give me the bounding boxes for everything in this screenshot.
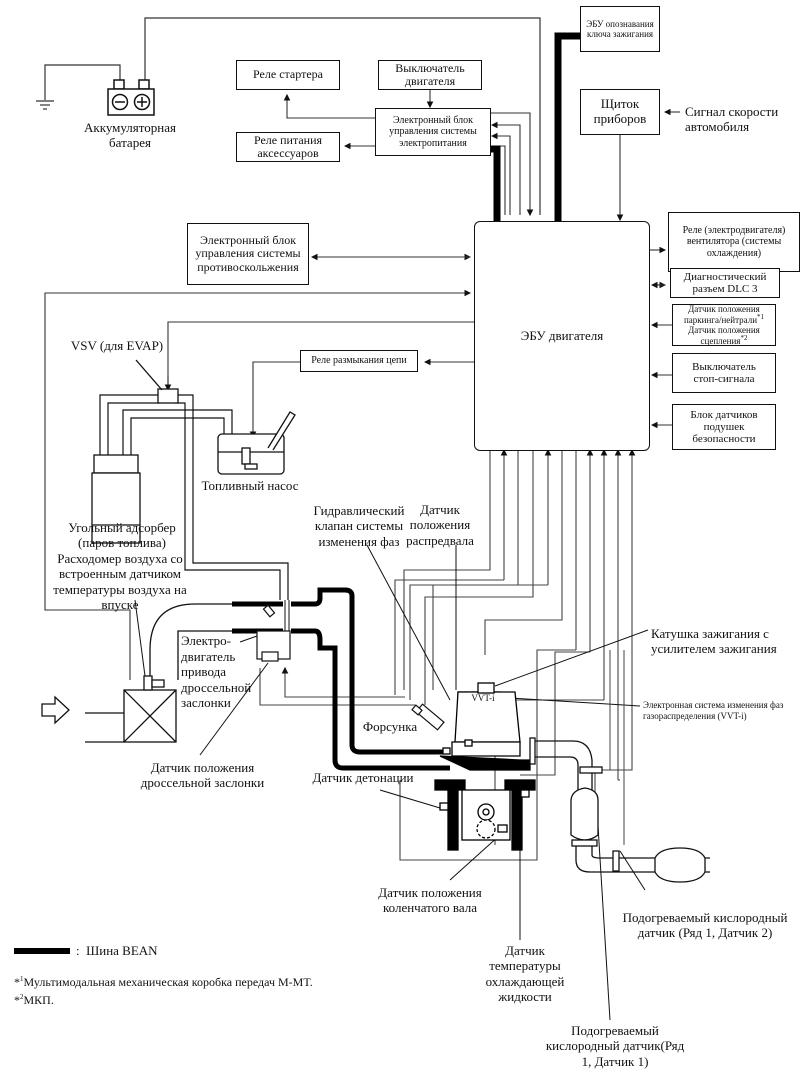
ignition-coil-label: Катушка зажигания с усилителем зажигания: [651, 626, 777, 657]
circuit-relay-label: Реле размыкания цепи: [311, 355, 407, 367]
engine-icon: [434, 682, 536, 851]
o2-sensor-1-label: Подогреваемый кислородный датчик(Ряд 1, …: [545, 1023, 685, 1069]
meter-box: Щиток приборов: [580, 89, 660, 135]
starter-relay-box: Реле стартера: [236, 60, 340, 90]
canister-label: Угольный адсорбер (паров топлива): [68, 520, 176, 551]
injector-icon: [411, 703, 445, 731]
throttle-valve-icon: [256, 604, 291, 662]
injector-label: Форсунка: [362, 719, 418, 734]
skid-ecu-label: Электронный блок управления системы прот…: [195, 232, 301, 274]
footnote-2-text: МКП.: [23, 993, 54, 1007]
footnote-1-text: Мультимодальная механическая коробка пер…: [23, 975, 313, 989]
fuel-pump-label: Топливный насос: [201, 478, 299, 493]
power-ecu-label: Электронный блок управления системы элек…: [389, 115, 477, 149]
legend-bean-label: Шина BEAN: [86, 943, 158, 958]
cam-sensor-label: Датчик положения распредвала: [406, 502, 474, 548]
battery-icon: [107, 79, 155, 116]
fuel-tank-icon: [217, 411, 296, 475]
crank-sensor-label: Датчик положения коленчатого вала: [378, 885, 482, 916]
battery-label: Аккумуляторная батарея: [83, 120, 176, 151]
footnote-1: *1Мультимодальная механическая коробка п…: [14, 975, 313, 989]
stop-switch-label: Выключатель стоп-сигнала: [692, 360, 756, 385]
park-sensor-label: Датчик положения паркинга/нейтрали*1: [683, 303, 765, 325]
airbag-label: Блок датчиков подушек безопасности: [690, 408, 758, 446]
o2-sensor-2-label: Подогреваемый кислородный датчик (Ряд 1,…: [622, 910, 788, 941]
throttle-sensor-label: Датчик положения дроссельной заслонки: [140, 760, 265, 791]
meter-label: Щиток приборов: [593, 96, 647, 126]
vvti-mark: VVT-i: [471, 693, 495, 703]
battery-wiring: [44, 17, 541, 215]
bean-bus: [486, 32, 581, 225]
coolant-sensor-label: Датчик температуры охлаждающей жидкости: [485, 943, 565, 1004]
fan-relay-label: Реле (электродвигателя) вентилятора (сис…: [682, 225, 786, 259]
starter-relay-label: Реле стартера: [253, 67, 323, 82]
airbag-box: Блок датчиков подушек безопасности: [672, 404, 776, 450]
canister-icon: [91, 454, 141, 544]
ocv-label: Гидравлический клапан системы изменения …: [313, 503, 405, 549]
engine-switch-box: Выключатель двигателя: [378, 60, 482, 90]
speed-signal-label: Сигнал скорости автомобиля: [685, 104, 779, 135]
key-ecu-box: ЭБУ опознавания ключа зажигания: [580, 6, 660, 52]
footnote-2: *2МКП.: [14, 993, 54, 1007]
park-clutch-sensor-box: Датчик положения паркинга/нейтрали*1 Дат…: [672, 304, 776, 346]
power-ecu-box: Электронный блок управления системы элек…: [375, 108, 491, 156]
air-filter-icon: [85, 675, 177, 743]
maf-label: Расходомер воздуха со встроенным датчико…: [53, 551, 187, 612]
ground-icon: [36, 100, 54, 110]
exhaust-icon: [529, 737, 710, 883]
skid-ecu-box: Электронный блок управления системы прот…: [187, 223, 309, 285]
legend-bean: : Шина BEAN: [76, 943, 158, 958]
engine-switch-label: Выключатель двигателя: [395, 60, 465, 88]
vsv-icon: [135, 359, 179, 404]
dlc3-label: Диагностический разъем DLC 3: [683, 270, 767, 295]
circuit-relay-box: Реле размыкания цепи: [300, 350, 418, 372]
fan-relay-box: Реле (электродвигателя) вентилятора (сис…: [668, 212, 800, 272]
clutch-sensor-label: Датчик положения сцепления*2: [688, 325, 760, 347]
throttle-motor-label: Электро- двигатель привода дроссельной з…: [181, 633, 252, 711]
acc-relay-label: Реле питания аксессуаров: [253, 132, 323, 160]
engine-ecu-label: ЭБУ двигателя: [520, 328, 604, 343]
knock-sensor-label: Датчик детонации: [312, 770, 414, 785]
dlc3-box: Диагностический разъем DLC 3: [670, 268, 780, 298]
legend-colon: :: [76, 943, 80, 958]
vvti-system-label: Электронная система изменения фаз газора…: [643, 700, 784, 721]
acc-relay-box: Реле питания аксессуаров: [236, 132, 340, 162]
engine-ecu-box: ЭБУ двигателя: [474, 221, 650, 451]
key-ecu-label: ЭБУ опознавания ключа зажигания: [586, 18, 654, 39]
stop-switch-box: Выключатель стоп-сигнала: [672, 353, 776, 393]
legend-bean-bar: [14, 948, 70, 954]
vsv-label: VSV (для EVAP): [70, 338, 164, 353]
air-flow-arrow-icon: [41, 695, 70, 725]
